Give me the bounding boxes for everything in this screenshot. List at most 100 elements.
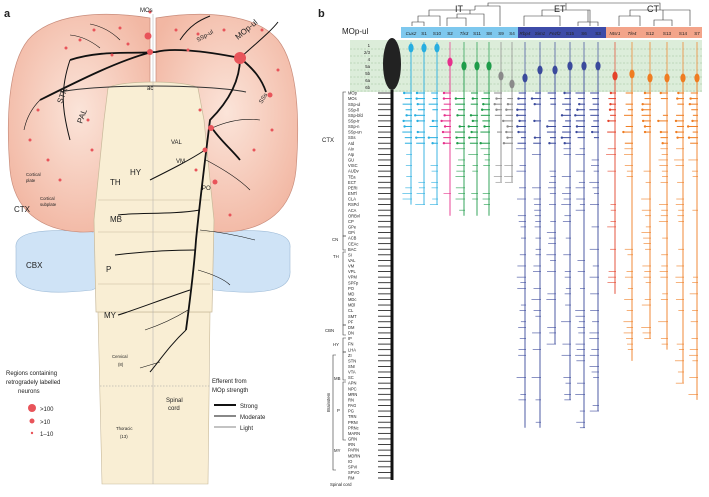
- column-header: S10: [433, 31, 442, 36]
- label-p: P: [106, 265, 111, 274]
- target-row-label: MRN: [348, 392, 357, 397]
- neuron-column: [502, 42, 515, 183]
- terminal-bouton: [415, 97, 418, 100]
- ac-commissure: [59, 85, 247, 93]
- label-cervical-1: Cervical: [112, 354, 128, 359]
- target-row-label: AUDv: [348, 169, 360, 174]
- legend-dot-medium: [29, 418, 35, 424]
- target-row-label: IO: [348, 459, 352, 464]
- terminal-bouton: [517, 130, 520, 134]
- terminal-bouton: [661, 142, 664, 145]
- group-label-it: IT: [455, 4, 464, 14]
- terminal-bouton: [676, 97, 679, 100]
- column-header: Rbp4: [520, 31, 531, 36]
- terminal-bouton: [563, 91, 566, 95]
- legend-efferent-title-2: MOp strength: [212, 388, 248, 394]
- terminal-bouton: [454, 97, 458, 100]
- group-labels: IT ET CT: [455, 4, 659, 14]
- terminal-bouton: [442, 142, 446, 145]
- label-thoracic-1: Thoracic: [116, 426, 133, 431]
- target-row-label: IP: [348, 336, 352, 341]
- target-row-label: TEa: [348, 174, 356, 179]
- target-row-label: SPFp: [348, 280, 359, 285]
- target-row-label: PERI: [348, 185, 358, 190]
- terminal-bouton: [471, 119, 475, 123]
- neuron-column: [516, 42, 528, 428]
- bracket-label-cn: CN: [332, 237, 338, 242]
- panel-b-label: b: [318, 8, 325, 20]
- group-label-ct: CT: [647, 4, 659, 14]
- neuron-column: [589, 42, 601, 412]
- source-label: MOp-ul: [342, 27, 368, 36]
- target-row-label: TRN: [348, 414, 356, 419]
- target-row-label: VISC: [348, 163, 358, 168]
- label-val: VAL: [171, 140, 183, 146]
- target-row-label: ECT: [348, 180, 357, 185]
- target-row-labels: MOpMOsSSp-ulSSp-llSSp-bfdSSp-trSSp-nSSp-…: [348, 91, 364, 481]
- group-label-et: ET: [554, 4, 566, 14]
- neuron-column: [574, 42, 587, 429]
- target-row-label: ORBvl: [348, 213, 360, 218]
- terminal-bouton: [414, 114, 417, 117]
- column-header: S6: [581, 31, 587, 36]
- label-po: PO: [202, 186, 211, 192]
- legend-regions-title-1: Regions containing: [6, 371, 57, 377]
- neuron-column: [641, 42, 653, 339]
- label-cortical-plate-2: plate: [26, 178, 36, 183]
- legend-dot-small: [30, 431, 34, 435]
- target-row-label: NPC: [348, 386, 357, 391]
- terminal-bouton: [641, 119, 645, 123]
- neuron-column: [467, 42, 480, 216]
- terminal-bouton: [689, 97, 692, 100]
- target-row-label: SSp-tr: [348, 118, 360, 123]
- terminal-bouton: [456, 114, 459, 117]
- column-header: S2: [447, 31, 453, 36]
- terminal-bouton: [608, 108, 612, 111]
- layer-label: 6a: [365, 78, 370, 83]
- legend-regions-title-3: neurons: [18, 389, 40, 395]
- column-header: S4: [509, 31, 515, 36]
- label-ac: ac: [147, 86, 153, 92]
- terminal-bouton: [516, 114, 519, 117]
- target-row-label: CEAc: [348, 241, 358, 246]
- label-th: TH: [110, 178, 121, 187]
- neuron-column: [530, 42, 543, 428]
- neuron-column: [606, 42, 618, 294]
- header-dendrogram: [411, 2, 691, 26]
- label-sss: SSs: [259, 92, 270, 105]
- terminal-bouton: [533, 136, 537, 139]
- terminal-bouton: [643, 125, 647, 128]
- terminal-bouton: [578, 102, 581, 106]
- terminal-bouton: [495, 108, 498, 111]
- terminal-bouton: [677, 91, 680, 95]
- neuron-column: [674, 42, 686, 384]
- terminal-bouton: [691, 119, 694, 123]
- it-header-bar: [401, 27, 518, 38]
- legend-efferent: Efferent from MOp strength Strong Modera…: [212, 379, 266, 432]
- bracket-label-mb: MB: [334, 376, 341, 381]
- column-header: S7: [694, 31, 700, 36]
- legend-efferent-title-1: Efferent from: [212, 379, 247, 385]
- terminal-bouton: [575, 130, 578, 134]
- terminal-bouton: [659, 130, 663, 134]
- terminal-bouton: [530, 97, 534, 100]
- target-row-label: RSPd: [348, 202, 359, 207]
- terminal-bouton: [560, 136, 564, 139]
- terminal-bouton: [493, 102, 496, 106]
- terminal-bouton: [483, 125, 486, 128]
- column-header: Fezf2: [549, 31, 561, 36]
- target-row-ticks: [378, 92, 392, 479]
- terminal-bouton: [468, 136, 471, 139]
- target-row-label: SSp-n: [348, 124, 360, 129]
- legend-regions: Regions containing retrogradely labelled…: [6, 371, 60, 438]
- target-row-label: SC: [348, 375, 354, 380]
- target-row-label: PO: [348, 286, 354, 291]
- terminal-bouton: [402, 119, 405, 123]
- terminal-bouton: [495, 97, 498, 100]
- target-row-label: IRN: [348, 442, 355, 447]
- target-row-label: MD: [348, 291, 354, 296]
- legend-regions-item-2: >10: [40, 420, 51, 426]
- label-cortical-subplate-1: Cortical: [40, 196, 55, 201]
- terminal-bouton: [405, 114, 408, 117]
